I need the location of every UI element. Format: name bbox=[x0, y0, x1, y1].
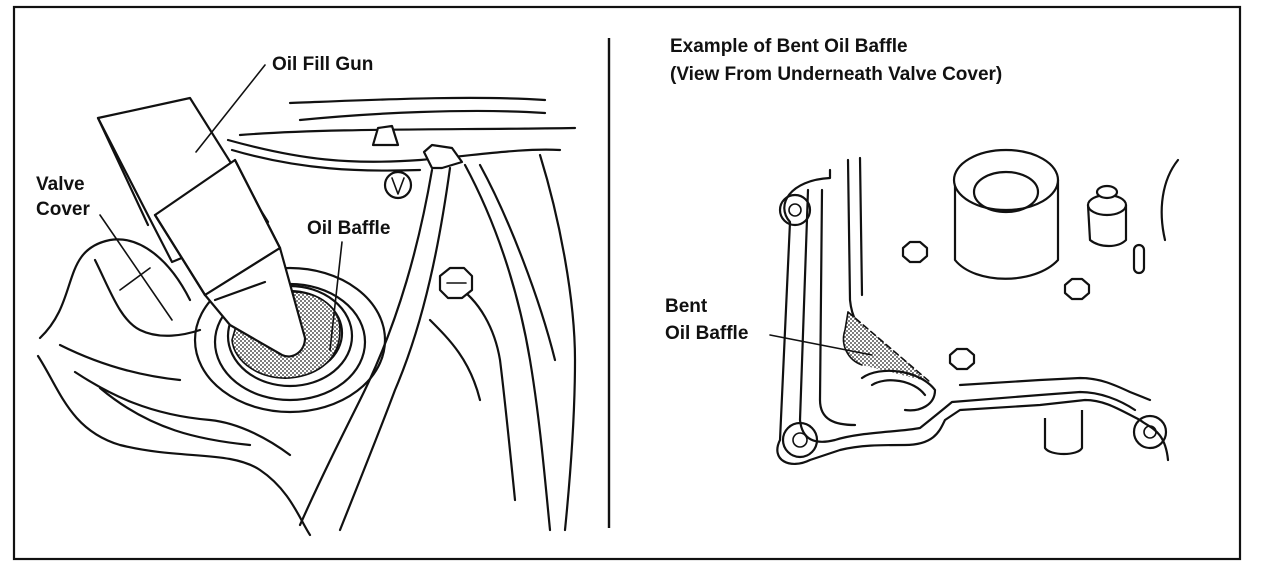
valve-cover-label-line2: Cover bbox=[36, 199, 90, 220]
right-illustration: Example of Bent Oil Baffle (View From Un… bbox=[665, 36, 1180, 465]
oil-fill-gun-illustration bbox=[96, 96, 307, 358]
figure-border bbox=[12, 5, 1242, 561]
right-title-line2: (View From Underneath Valve Cover) bbox=[670, 64, 1002, 85]
right-title-line1: Example of Bent Oil Baffle bbox=[670, 36, 908, 57]
valve-cover-label-line1: Valve bbox=[36, 174, 85, 195]
left-illustration: Oil Fill Gun Valve Cover Oil Baffle bbox=[36, 54, 577, 537]
bent-oil-baffle-label-line1: Bent bbox=[665, 296, 708, 317]
oil-fill-gun-label: Oil Fill Gun bbox=[272, 54, 373, 75]
oil-baffle-label: Oil Baffle bbox=[307, 218, 390, 239]
bent-oil-baffle-label-line2: Oil Baffle bbox=[665, 323, 748, 344]
